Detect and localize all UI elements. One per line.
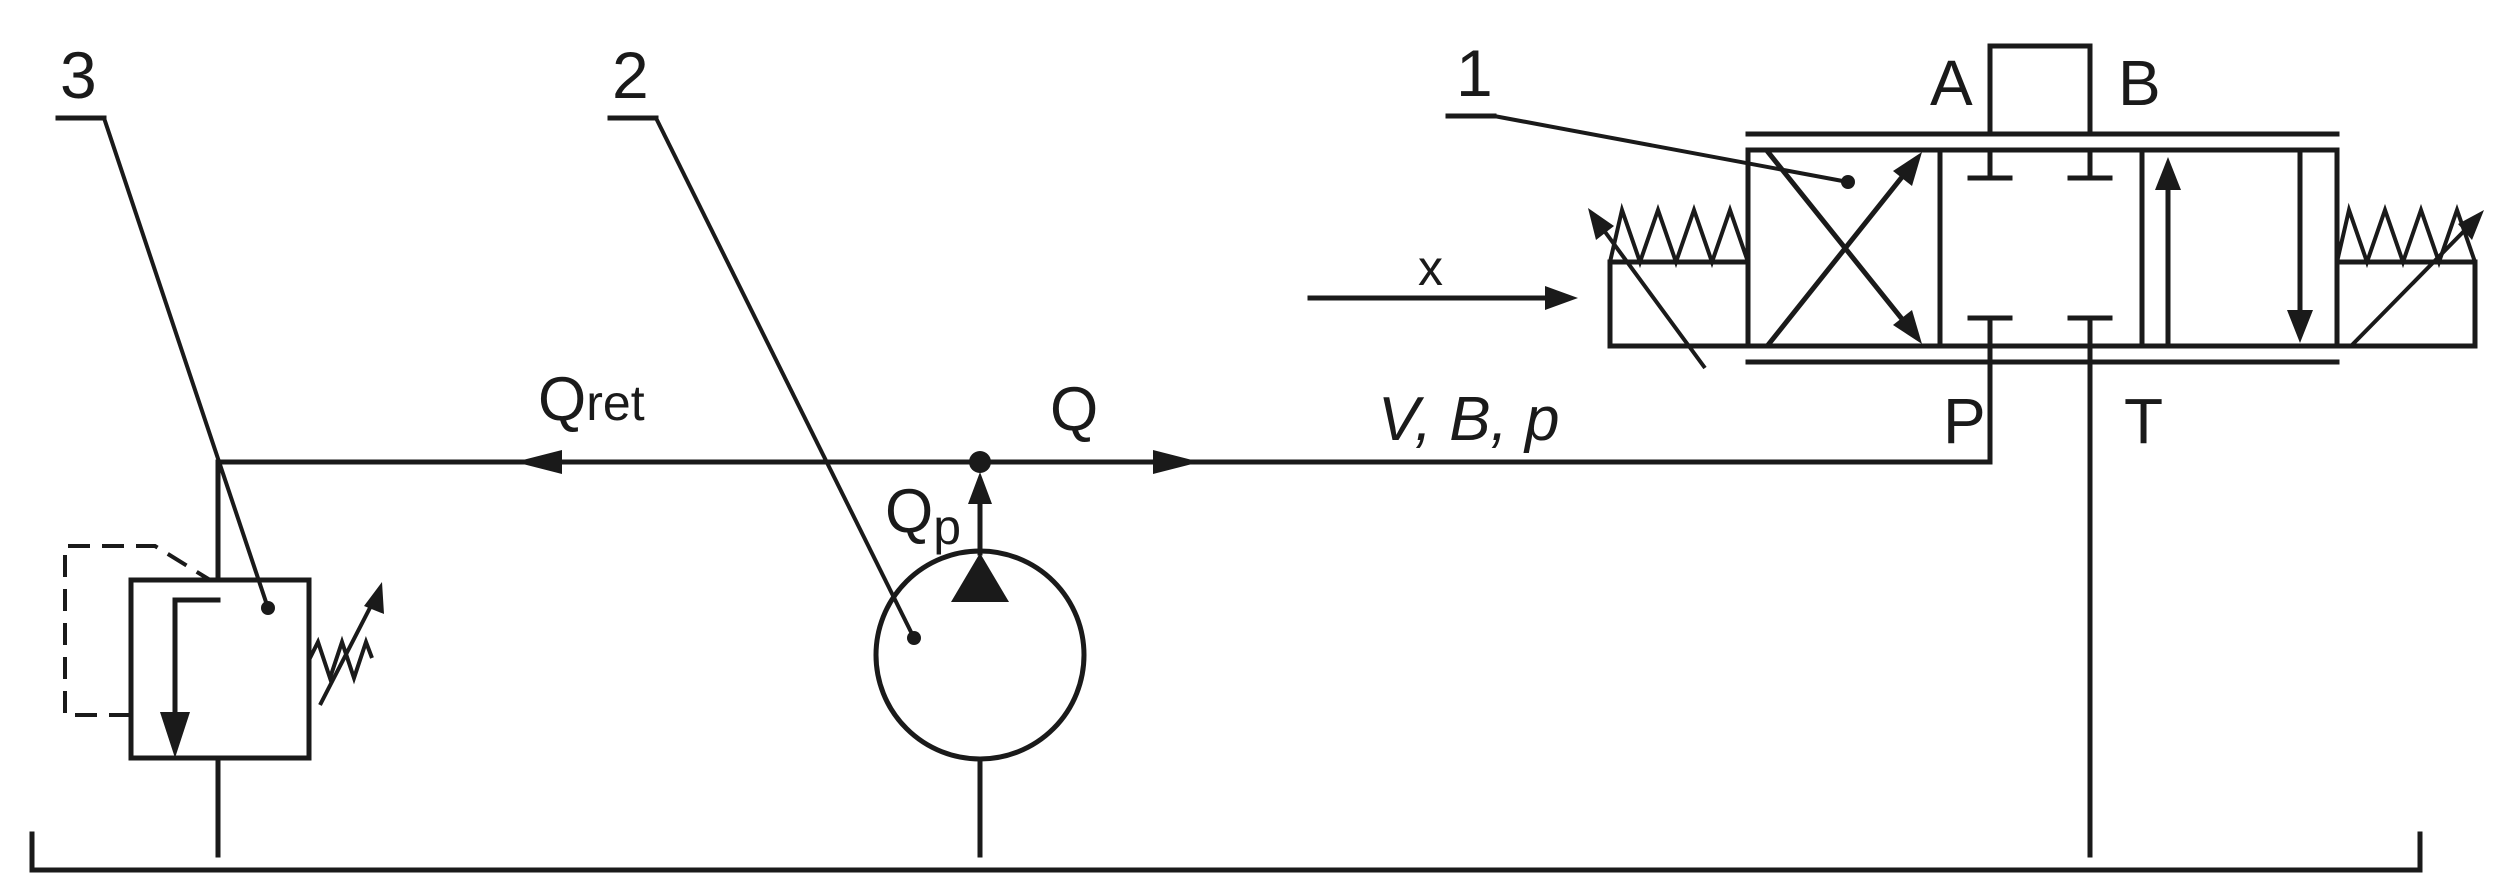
relief-valve-symbol [63,544,384,858]
pump-symbol [873,472,1087,858]
pump-number: 2 [612,38,649,112]
spool-input-arrow [1545,286,1578,310]
q-p-sub: p [933,499,961,555]
line-params-label: V, B, p [1378,385,1560,454]
port-a-label: A [1930,47,1973,119]
relief-flow-arrow [160,712,190,758]
directional-valve-symbol [1307,43,2484,370]
relief-valve-number: 3 [60,38,97,112]
q-p-label: Qp [885,477,961,555]
spool-input-label: x [1418,240,1443,296]
return-flow-arrow [515,450,562,474]
junction-dot [969,451,991,473]
supply-flow-arrow [1153,450,1200,474]
valve-number: 1 [1456,36,1493,110]
pressure-line [215,315,1993,583]
q-ret-main: Q [538,365,586,434]
tank-line [29,831,2423,873]
leader-lines [55,113,1849,639]
q-ret-sub: ret [586,375,644,431]
pump-flow-arrow [968,472,992,504]
q-label: Q [1050,375,1098,444]
adjustable-spring-arrow [364,582,384,614]
port-p-label: P [1943,385,1986,457]
q-ret-label: Qret [538,365,645,434]
pump-direction-triangle [951,553,1009,602]
port-b-label: B [2118,47,2161,119]
q-p-main: Q [885,477,933,546]
port-t-label: T [2124,385,2163,457]
